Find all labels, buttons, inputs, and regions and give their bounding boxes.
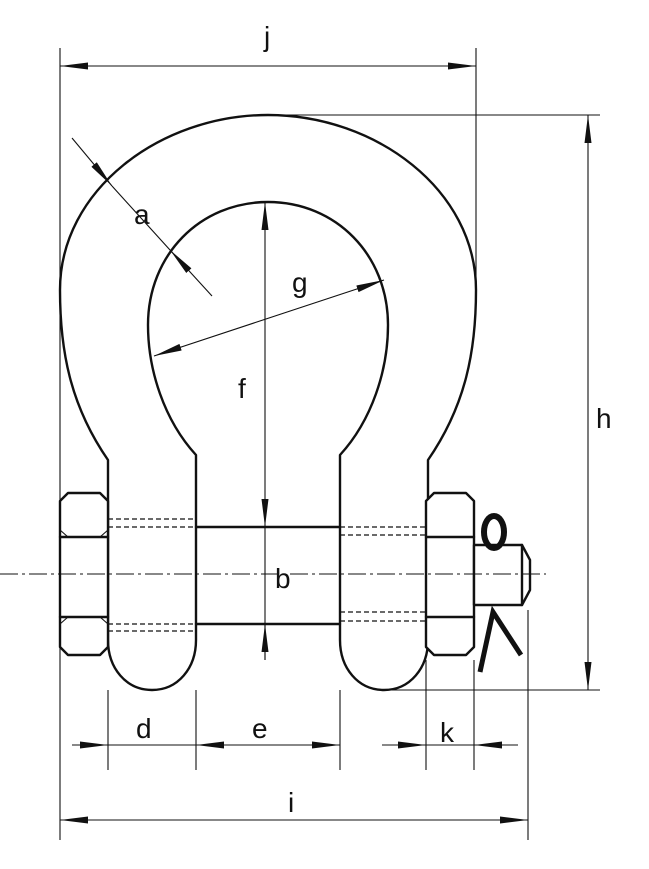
shackle-pin	[108, 518, 428, 632]
label-b: b	[275, 563, 291, 594]
label-e: e	[252, 713, 268, 744]
label-h: h	[596, 403, 612, 434]
label-a: a	[134, 199, 150, 230]
label-j: j	[263, 21, 270, 52]
label-k: k	[440, 717, 455, 748]
extension-lines	[59, 48, 600, 840]
label-i: i	[288, 787, 294, 818]
label-g: g	[292, 267, 308, 298]
shackle-bow	[58, 113, 478, 692]
dimension-g	[153, 279, 385, 357]
label-d: d	[136, 713, 152, 744]
label-f: f	[238, 373, 246, 404]
dimension-a	[71, 137, 213, 297]
cotter-pin	[472, 513, 532, 673]
